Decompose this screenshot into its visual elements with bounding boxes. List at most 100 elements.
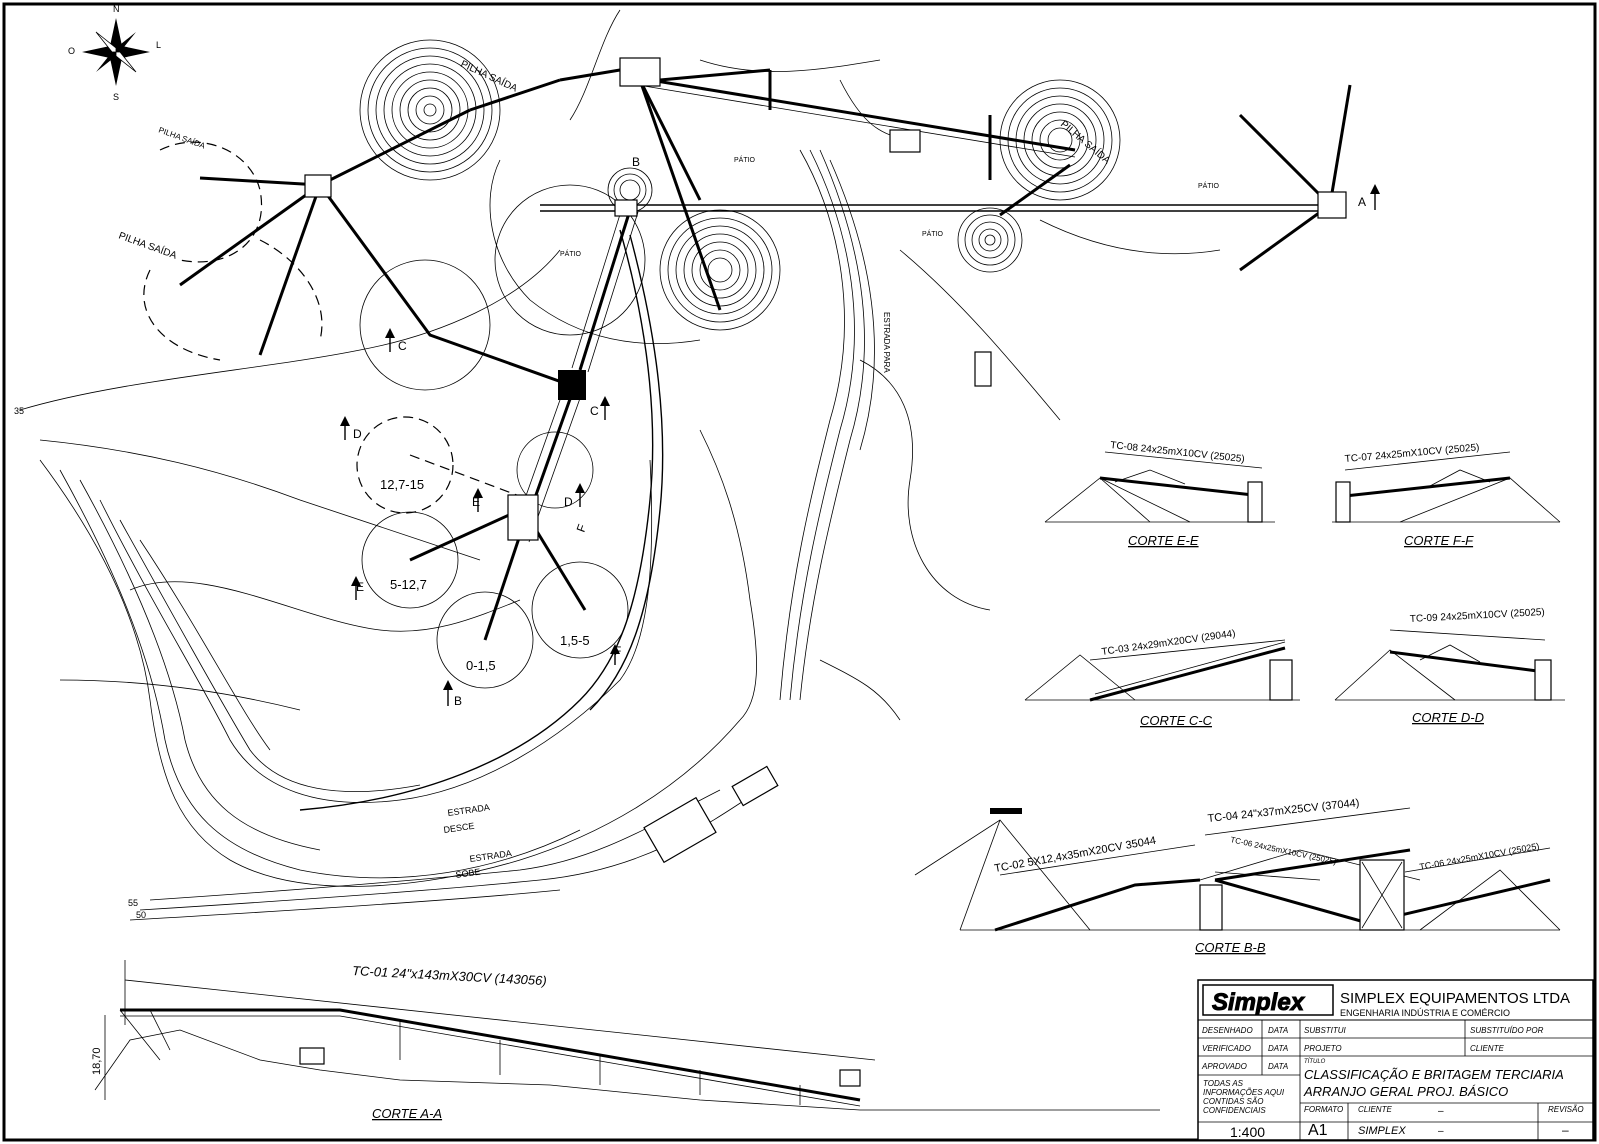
tb-note-1: TODAS AS	[1203, 1079, 1244, 1088]
tb-title-line-2: ARRANJO GERAL PROJ. BÁSICO	[1303, 1084, 1508, 1099]
section-dd-conveyor: TC-09 24x25mX10CV (25025)	[1410, 607, 1545, 625]
label-patio-1: PÁTIO	[734, 155, 756, 164]
section-marker-b-bottom: B	[443, 680, 462, 708]
tb-formato-label: FORMATO	[1304, 1105, 1343, 1114]
stockpile-center	[659, 209, 781, 331]
compass-west-label: O	[68, 46, 75, 56]
section-bb-conveyor-3: TC-06 24x25mX10CV (25025)	[1230, 835, 1338, 866]
tb-title-line-1: CLASSIFICAÇÃO E BRITAGEM TERCIARIA	[1304, 1067, 1564, 1082]
section-cc: TC-03 24x29mX20CV (29044) CORTE C-C	[1024, 628, 1300, 728]
compass-east-label: L	[156, 40, 161, 50]
pile-circle-1-5	[531, 561, 629, 659]
svg-text:B: B	[454, 694, 462, 708]
tb-cliente-2: CLIENTE	[1358, 1105, 1392, 1114]
section-marker-f2: F	[610, 644, 621, 665]
compass-south-label: S	[113, 92, 119, 102]
dashed-pile-left-1	[159, 141, 263, 263]
tb-titulo-label: TÍTULO	[1304, 1058, 1326, 1065]
tb-verificado: VERIFICADO	[1202, 1044, 1251, 1053]
svg-text:E: E	[356, 580, 364, 594]
tb-cliente-dash: –	[1438, 1106, 1444, 1117]
transfer-hub-center	[614, 199, 638, 217]
label-estrada-sobe-2: SOBE	[455, 867, 481, 880]
section-ee-conveyor: TC-08 24x25mX10CV (25025)	[1110, 440, 1245, 465]
tb-scale: 1:400	[1230, 1124, 1265, 1140]
section-cc-conveyor: TC-03 24x29mX20CV (29044)	[1101, 628, 1236, 658]
section-aa-height: 18,70	[91, 1047, 103, 1075]
tb-data-2: DATA	[1268, 1044, 1288, 1053]
company-subtitle: ENGENHARIA INDÚSTRIA E COMÉRCIO	[1340, 1008, 1510, 1018]
contour-label-50: 50	[136, 910, 146, 920]
svg-text:F: F	[614, 644, 621, 658]
section-aa-conveyor: TC-01 24"x143mX30CV (143056)	[352, 963, 547, 988]
section-aa: 18,70 TC-01 24"x143mX30CV (143056) CORTE…	[91, 960, 1160, 1121]
svg-text:C: C	[590, 404, 599, 418]
label-pilha-saida-1: PILHA SAÍDA	[459, 57, 520, 95]
pile-circle-d	[516, 431, 594, 509]
tb-data-3: DATA	[1268, 1062, 1288, 1071]
svg-text:A: A	[1358, 195, 1366, 209]
section-bb-conveyor-4: TC-06 24x25mX10CV (25025)	[1419, 841, 1540, 872]
section-marker-e1: E	[472, 488, 483, 512]
pile-circle-0-1	[436, 591, 534, 689]
dashed-pile-left-2	[143, 269, 221, 361]
tb-note-3: CONTIDAS SÃO	[1203, 1097, 1263, 1106]
section-bb-title: CORTE B-B	[1195, 940, 1266, 955]
tb-cliente-value: SIMPLEX	[1358, 1125, 1406, 1137]
label-pilha-saida-4: PILHA SAÍDA	[117, 229, 179, 262]
label-patio-4: PÁTIO	[560, 249, 582, 258]
section-marker-d1: D	[340, 416, 362, 441]
crusher-block	[558, 370, 586, 400]
section-marker-b-top: B	[632, 155, 640, 169]
label-patio-2: PÁTIO	[922, 229, 944, 238]
contour-label-35: 35	[14, 406, 24, 416]
section-bb: TC-02 5X12,4x35mX20CV 35044 TC-04 24"x37…	[914, 797, 1561, 955]
label-pile-12-15: 12,7-15	[380, 477, 424, 492]
tb-cliente-value-dash: –	[1438, 1126, 1444, 1137]
section-marker-a: A	[1358, 184, 1380, 210]
section-marker-c1: C	[385, 328, 407, 353]
tb-revisao: –	[1562, 1123, 1569, 1137]
section-ff-title: CORTE F-F	[1404, 533, 1474, 548]
tb-formato: A1	[1308, 1122, 1328, 1139]
simplex-logo-text: Simplex	[1212, 989, 1306, 1016]
pile-circle-c	[359, 259, 491, 391]
simplex-logo	[1202, 984, 1334, 1016]
section-dd: TC-09 24x25mX10CV (25025) CORTE D-D	[1334, 607, 1565, 725]
tb-projeto: PROJETO	[1304, 1044, 1342, 1053]
section-ee-title: CORTE E-E	[1128, 533, 1199, 548]
stockpile-top-left	[359, 39, 501, 181]
tb-substituido-por: SUBSTITUÍDO POR	[1470, 1026, 1544, 1035]
dashed-pile-left-3	[259, 239, 323, 341]
building-small	[974, 351, 992, 387]
label-estrada-para: ESTRADA PARA	[882, 312, 891, 373]
svg-text:B: B	[632, 155, 640, 169]
svg-text:D: D	[564, 495, 573, 509]
section-marker-d2: D	[564, 483, 585, 509]
svg-text:F: F	[574, 522, 590, 534]
section-marker-f1: F	[574, 522, 590, 534]
tb-desenhado: DESENHADO	[1202, 1026, 1253, 1035]
building-bottom-2	[731, 765, 779, 807]
label-estrada-desce-1: ESTRADA	[447, 802, 490, 818]
section-cc-title: CORTE C-C	[1140, 713, 1213, 728]
screen-block	[507, 494, 539, 541]
tb-aprovado: APROVADO	[1201, 1062, 1247, 1071]
company-name: SIMPLEX EQUIPAMENTOS LTDA	[1340, 990, 1570, 1007]
section-marker-c2: C	[590, 396, 610, 420]
pile-circle-patio	[494, 184, 646, 336]
section-ff: TC-07 24x25mX10CV (25025) CORTE F-F	[1332, 442, 1561, 548]
contour-label-55: 55	[128, 898, 138, 908]
conveyor-network	[179, 68, 1352, 641]
pile-circle-5-12	[361, 511, 459, 609]
label-pile-1-5: 1,5-5	[560, 633, 590, 648]
building-bottom-1	[643, 796, 717, 864]
label-pilha-saida-2: PILHA SAÍDA	[1058, 117, 1113, 166]
svg-text:E: E	[472, 495, 480, 509]
tb-note-2: INFORMAÇÕES AQUI	[1203, 1088, 1285, 1097]
title-block: Simplex SIMPLEX EQUIPAMENTOS LTDA ENGENH…	[1197, 979, 1594, 1141]
label-patio-3: PÁTIO	[1198, 181, 1220, 190]
compass-rose-icon: N S L O	[68, 4, 161, 102]
